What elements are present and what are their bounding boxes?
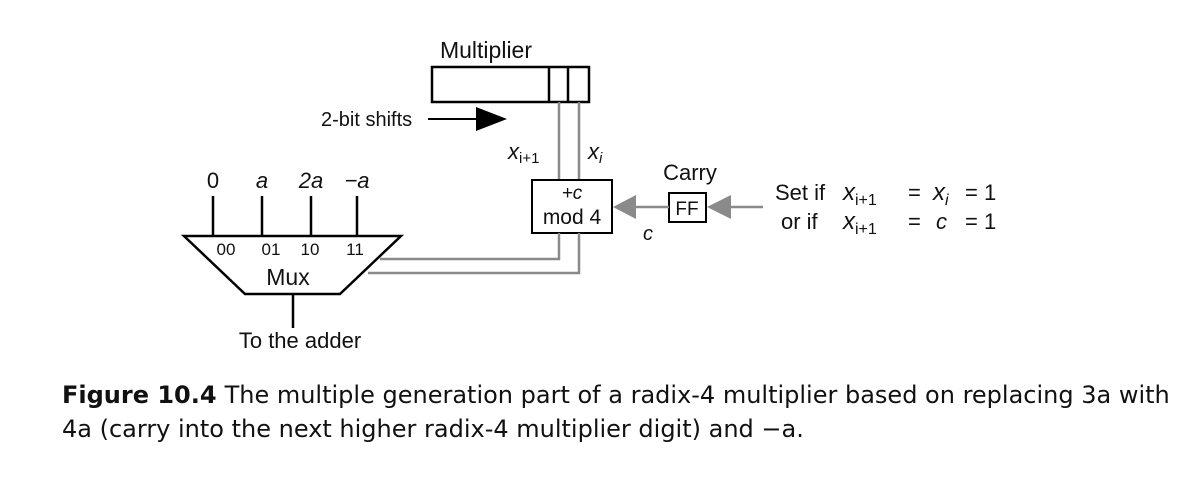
mux-block [180,234,405,296]
caption-text: The multiple generation part of a radix-… [62,381,1170,443]
input-2a: 2a [298,168,323,193]
multiplier-label: Multiplier [440,37,532,63]
mux-code-01: 01 [262,240,281,259]
mux-code-10: 10 [301,240,320,259]
radix4-multiple-generation-diagram: Multiplier 2-bit shifts xi+1 xi +c mod 4… [180,37,996,353]
figure-number: Figure 10.4 [62,381,217,409]
input-a: a [256,168,268,193]
multiplier-register [430,65,591,104]
carry-label: Carry [663,160,717,185]
wire-mod4-to-mux-2 [368,233,581,275]
set-to-ff-arrow-icon [707,195,731,219]
mod4-box [531,179,613,234]
ff-to-mod4-arrow-icon [613,195,636,219]
wire-mod4-to-mux-1 [380,233,561,261]
input-0: 0 [207,168,219,193]
shift-arrow-icon [476,107,507,131]
mod4-line2: mod 4 [543,206,602,229]
set-condition-1: Set if xi+1 = xi = 1 [775,179,996,210]
mod4-line1: +c [562,183,583,204]
adder-label: To the adder [239,328,361,353]
ff-label: FF [675,199,698,220]
xi1-label: xi+1 [507,139,539,167]
xi-label: xi [587,139,603,167]
c-label: c [643,223,653,245]
mux-code-11: 11 [346,240,364,259]
input-neg-a: −a [344,168,369,193]
mux-code-00: 00 [217,240,236,259]
set-condition-2: or if xi+1 = c = 1 [781,208,996,239]
mux-label: Mux [266,264,310,290]
shift-label: 2-bit shifts [321,109,412,131]
